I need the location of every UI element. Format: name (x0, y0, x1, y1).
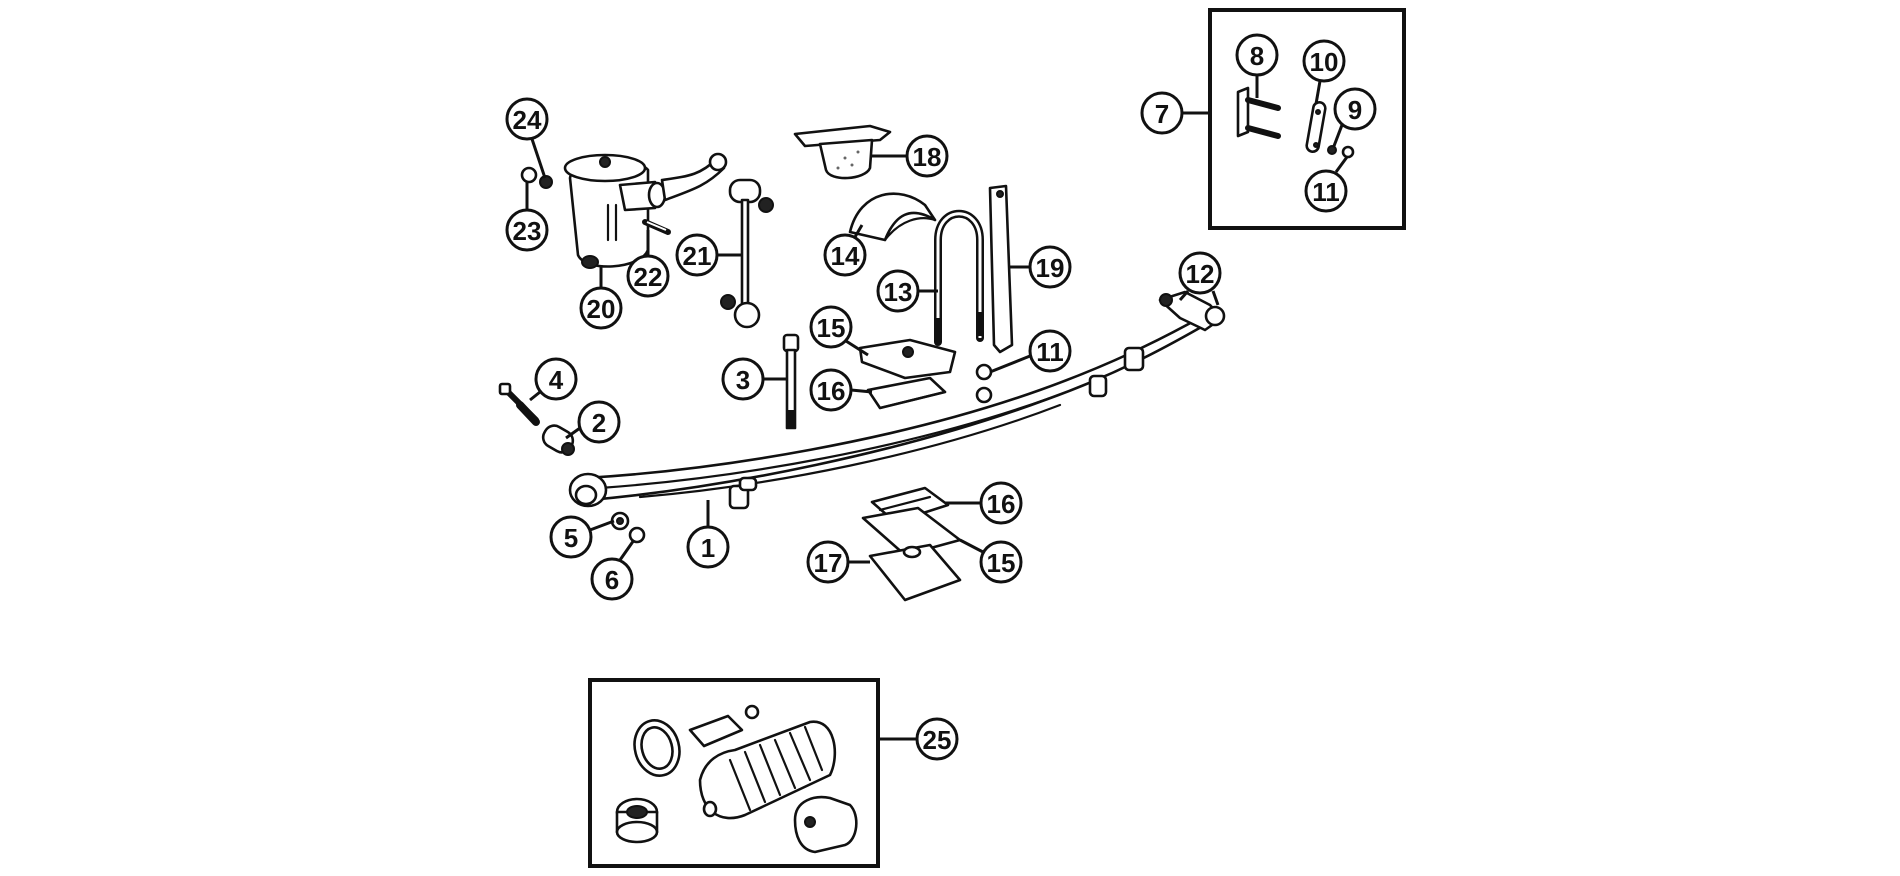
callout-5: 5 (549, 515, 593, 559)
callout-label-23: 23 (513, 216, 542, 246)
shackle-assembly (1158, 290, 1226, 332)
callout-16-lower: 16 (979, 481, 1023, 525)
callout-label-12: 12 (1186, 259, 1215, 289)
callout-23: 23 (505, 208, 549, 252)
callout-label-9: 9 (1348, 95, 1362, 125)
callout-2: 2 (577, 400, 621, 444)
callout-17: 17 (806, 540, 850, 584)
callout-label-6: 6 (605, 565, 619, 595)
callout-16-upper: 16 (809, 368, 853, 412)
nut-6 (628, 526, 646, 544)
callout-18: 18 (905, 134, 949, 178)
callout-label-16-upper: 16 (817, 376, 846, 406)
callout-15-upper: 15 (809, 305, 853, 349)
callout-label-14: 14 (831, 241, 860, 271)
shackle-kit-inset (1208, 8, 1406, 230)
callout-4: 4 (534, 357, 578, 401)
callout-label-5: 5 (564, 523, 578, 553)
callout-22: 22 (626, 254, 670, 298)
lower-plates (861, 486, 962, 602)
callout-7: 7 (1140, 91, 1184, 135)
callout-6: 6 (590, 557, 634, 601)
callout-21: 21 (675, 233, 719, 277)
leaf-spring (568, 313, 1212, 510)
callout-label-20: 20 (587, 294, 616, 324)
nut-24 (539, 175, 553, 189)
callout-15-lower: 15 (979, 540, 1023, 584)
bump-stop (793, 124, 892, 180)
callout-20: 20 (579, 286, 623, 330)
callout-label-24: 24 (513, 105, 542, 135)
callout-24: 24 (505, 97, 549, 141)
check-strap (988, 184, 1014, 354)
clamp-plate-upper (858, 338, 957, 410)
callout-label-3: 3 (736, 365, 750, 395)
callout-11-inset: 11 (1304, 169, 1348, 213)
callout-1: 1 (686, 525, 730, 569)
callout-label-11-main: 11 (1036, 337, 1064, 367)
callout-label-7: 7 (1155, 99, 1169, 129)
callout-label-22: 22 (634, 262, 663, 292)
washer-5-hole (616, 517, 624, 525)
callout-label-15-lower: 15 (987, 548, 1016, 578)
callout-label-18: 18 (913, 142, 942, 172)
callout-label-13: 13 (884, 277, 913, 307)
bump-stop-saddle (848, 192, 937, 242)
centre-bolt (782, 333, 800, 430)
callout-10: 10 (1302, 39, 1346, 83)
callout-13: 13 (876, 269, 920, 313)
callout-19: 19 (1028, 245, 1072, 289)
callout-label-4: 4 (549, 365, 564, 395)
callout-label-25: 25 (923, 725, 952, 755)
callout-9: 9 (1333, 87, 1377, 131)
washer-23 (520, 166, 538, 184)
callout-label-15-upper: 15 (817, 313, 846, 343)
callout-label-1: 1 (701, 533, 715, 563)
callout-label-2: 2 (592, 408, 606, 438)
nut-11-lower (975, 386, 993, 404)
callout-label-19: 19 (1036, 253, 1065, 283)
damper-bolt (642, 219, 671, 235)
callout-label-17: 17 (814, 548, 843, 578)
leader-lines (525, 75, 1349, 741)
callout-label-11-inset: 11 (1312, 177, 1340, 207)
nut-11-upper (975, 363, 993, 381)
callout-12: 12 (1178, 251, 1222, 295)
shackle-bolt (498, 382, 540, 426)
callout-3: 3 (721, 357, 765, 401)
callout-label-8: 8 (1250, 41, 1264, 71)
conversion-kit-inset (588, 678, 880, 868)
lever-arm-damper (563, 152, 728, 269)
spring-bush (541, 424, 575, 456)
callout-label-16-lower: 16 (987, 489, 1016, 519)
callout-label-10: 10 (1310, 47, 1339, 77)
callout-label-21: 21 (683, 241, 712, 271)
callout-8: 8 (1235, 33, 1279, 77)
callout-25: 25 (915, 717, 959, 761)
callout-14: 14 (823, 233, 867, 277)
u-bolt (934, 209, 984, 346)
damper-link (720, 178, 774, 329)
callout-11-main: 11 (1028, 329, 1072, 373)
